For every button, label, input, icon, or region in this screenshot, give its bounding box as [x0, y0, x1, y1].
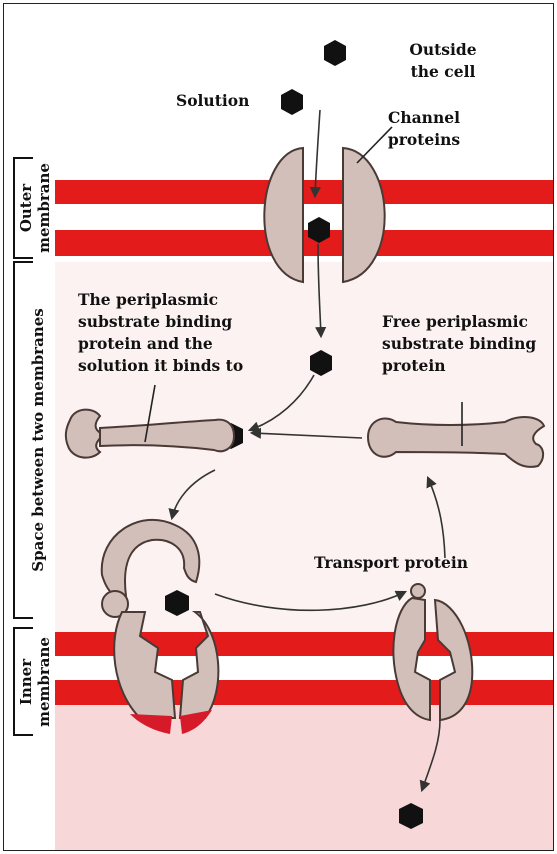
svg-text:Inner: Inner — [17, 658, 35, 705]
svg-text:membrane: membrane — [35, 637, 53, 727]
svg-text:membrane: membrane — [35, 163, 53, 253]
svg-text:The periplasmic: The periplasmic — [78, 290, 218, 309]
svg-text:solution it binds to: solution it binds to — [78, 356, 243, 375]
svg-text:protein and the: protein and the — [78, 334, 213, 353]
svg-text:Free periplasmic: Free periplasmic — [382, 312, 528, 331]
cytoplasm-region — [55, 705, 553, 850]
svg-text:Outer: Outer — [17, 183, 35, 232]
svg-text:proteins: proteins — [388, 130, 461, 149]
svg-text:Channel: Channel — [388, 108, 460, 127]
side-label-space: Space between two membranes — [29, 308, 47, 571]
svg-text:substrate binding: substrate binding — [382, 334, 536, 353]
label-transport-protein: Transport protein — [314, 553, 468, 572]
label-solution: Solution — [176, 91, 249, 110]
svg-text:substrate binding: substrate binding — [78, 312, 232, 331]
svg-text:the cell: the cell — [411, 62, 476, 81]
svg-text:Outside: Outside — [409, 40, 476, 59]
svg-text:protein: protein — [382, 356, 446, 375]
